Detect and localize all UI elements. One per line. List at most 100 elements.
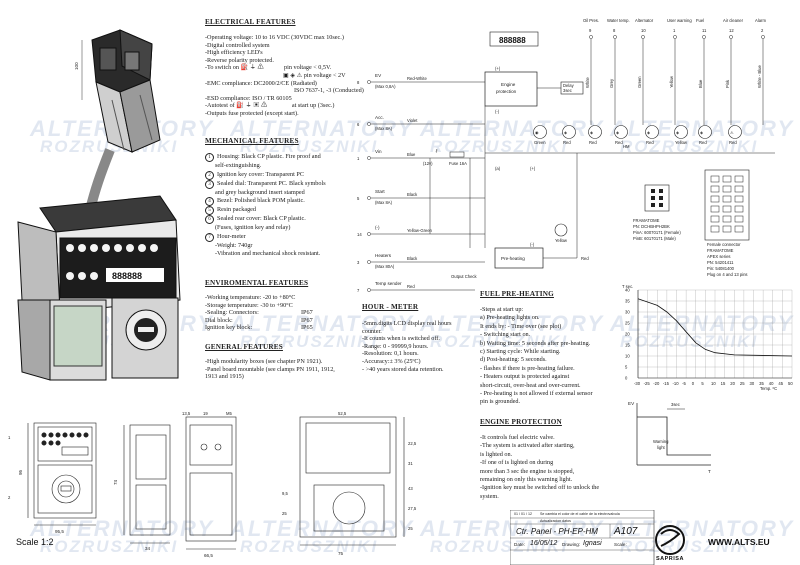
dim-right-d: 27,5 <box>408 506 417 511</box>
warning-lamp-icon <box>588 125 602 139</box>
connector-socket <box>734 215 744 223</box>
terminal-pin <box>761 35 765 39</box>
terminal-label-left: EV <box>375 73 382 78</box>
mechanical-text: (Fuses, ignition key and relay) <box>215 224 291 232</box>
general-line: -Panel board mountable (see clamps PN 19… <box>205 365 335 373</box>
terminal-label: Water temp. <box>607 18 630 23</box>
plot-x-tick: 20 <box>730 381 735 386</box>
fuel-preheating-line: short-circuit, over-heat and over-curren… <box>480 381 581 389</box>
connector-socket <box>710 195 720 203</box>
terminal-wire-color: Violet <box>407 118 418 123</box>
dim-top-b: 19 <box>203 411 208 416</box>
warning-lamp-symbol: ◉ <box>535 130 539 135</box>
preheat-lamp-icon <box>554 223 568 237</box>
terminal-number: 8 <box>613 28 616 33</box>
terminal-number: 11 <box>702 28 707 33</box>
warning-lamp-symbol: ◈ <box>700 130 704 135</box>
warning-lamp-symbol: ⚠ <box>730 130 734 135</box>
plot-x-tick: -5 <box>682 381 686 386</box>
env-label: Dial block: <box>205 316 233 324</box>
electrical-line: -Digital controlled system <box>205 41 270 49</box>
electrical-line-part: pin voltage < 0,5V. <box>284 64 332 72</box>
plot-x-tick: -30 <box>634 381 641 386</box>
connector-socket <box>734 225 744 233</box>
fuel-preheating-block: -Steps at start up: a) Pre-heating light… <box>480 306 593 407</box>
v12-label: (12v) <box>423 161 433 166</box>
general-line: 1913 and 1915) <box>205 373 244 381</box>
plot-x-tick: -10 <box>673 381 680 386</box>
lamp-color: Green <box>534 140 546 145</box>
mechanical-item: and grey background insert stamped <box>205 189 326 198</box>
timing-ev-label: EV <box>628 401 635 406</box>
mechanical-item: (Fuses, ignition key and relay) <box>205 224 326 233</box>
hour-meter-line: -Range: 0 - 99999,9 hours. <box>362 342 429 350</box>
env-value: -30 to +90°C <box>258 301 293 309</box>
female-connector-info: APEX series <box>707 254 731 259</box>
electrical-line-part: pin voltage < 2V <box>303 71 346 79</box>
engine-protection-line: is lighted on. <box>480 450 513 458</box>
fuel-preheating-line: - Heaters output is protected against <box>480 373 570 381</box>
plot-x-tick: 35 <box>759 381 764 386</box>
connector-socket <box>710 205 720 213</box>
electrical-line-part: -To switch on <box>205 64 239 72</box>
dimension-drawings: 95,5 95 1 2 74 34 13,5 19 M5 66,5 <box>8 411 417 558</box>
warning-lamp-symbol: ◈ <box>616 130 620 135</box>
terminal-number-left: 5 <box>357 196 360 201</box>
callout-number: 1 <box>205 153 214 162</box>
fuel-preheating-line: d) Post-heating: 5 seconds. <box>480 356 547 364</box>
electrical-line: -Autotest of ⛽ ⏚ ▣ ⚠ at start up (3sec.) <box>205 102 364 110</box>
mechanical-text: and grey background insert stamped <box>215 188 305 196</box>
plot-y-tick: 10 <box>625 354 630 359</box>
mechanical-text: self-extinguishing. <box>215 162 262 169</box>
hourmeter-lcd-front: 888888 <box>112 271 142 281</box>
minus-label2: (-) <box>530 242 535 247</box>
hour-meter-title: HOUR - METER <box>362 303 419 311</box>
engine-protection-line: -If one of is lighted on during <box>480 459 554 467</box>
mechanical-item: self-extinguishing. <box>205 162 326 171</box>
mechanical-text: Sealed rear cover: Black CP plastic. <box>217 215 306 223</box>
env-label: -Sealing: Connectors: <box>205 309 259 317</box>
mechanical-text: -Weight: 740gr <box>215 241 253 249</box>
env-label: -Storage temperature: <box>205 301 259 309</box>
plot-y-tick: 25 <box>625 321 630 326</box>
hour-meter-line: -Accuracy:± 3% (25ºC) <box>362 357 421 365</box>
date-value: 16/05/12 <box>530 540 558 547</box>
pre-heating-label: Pre-heating <box>501 256 525 261</box>
terminal-number: 1 <box>673 28 676 33</box>
plus-label2: (+) <box>530 166 536 171</box>
dim-front-height: 74 <box>113 479 118 485</box>
dim-m-small2: 25 <box>282 511 287 516</box>
yellow-label: Yellow <box>555 238 568 243</box>
plot-x-tick: 50 <box>788 381 793 386</box>
hour-meter-line: - >40 years stored data retention. <box>362 365 444 373</box>
plot-y-tick: 35 <box>625 299 630 304</box>
warning-symbols: ▣ ◈ ⚠ <box>283 71 304 79</box>
terminal-label-left: Temp sender <box>375 281 402 286</box>
terminal-label: User warning <box>667 18 692 23</box>
engine-protection-line: system. <box>480 492 499 500</box>
plot-x-tick: -20 <box>653 381 660 386</box>
terminal-rating: (Max 80A) <box>375 264 395 269</box>
hour-meter-line: counter. <box>362 327 382 335</box>
terminal-pin-left <box>367 156 371 160</box>
terminal-label-left: (-) <box>375 225 380 230</box>
env-rating: IP67 <box>301 316 313 324</box>
connector-socket <box>710 215 720 223</box>
environmental-line: -Sealing: Connectors:IP67 <box>205 309 330 317</box>
warning-lamp-symbol: ◈ <box>564 130 568 135</box>
mechanical-text: Sealed dial: Transparent PC. Black symbo… <box>217 179 326 187</box>
dim-bottom2: 34 <box>145 546 151 551</box>
mechanical-text: Hour-meter <box>217 232 246 240</box>
terminal-pin <box>641 35 645 39</box>
wire-color: Green <box>637 76 642 88</box>
terminal-label-left: Acc. <box>375 115 384 120</box>
rev1-text: Se cambia el color de el cable de la ele… <box>540 512 620 516</box>
warning-lamp-symbol: ◈ <box>647 130 651 135</box>
environmental-line: Ignition key block:IP65 <box>205 324 330 332</box>
terminal-label: Fuel <box>696 18 704 23</box>
engine-protection-box <box>484 71 538 107</box>
engine-protection-title: ENGINE PROTECTION <box>480 418 562 426</box>
plot-x-tick: 5 <box>701 381 704 386</box>
